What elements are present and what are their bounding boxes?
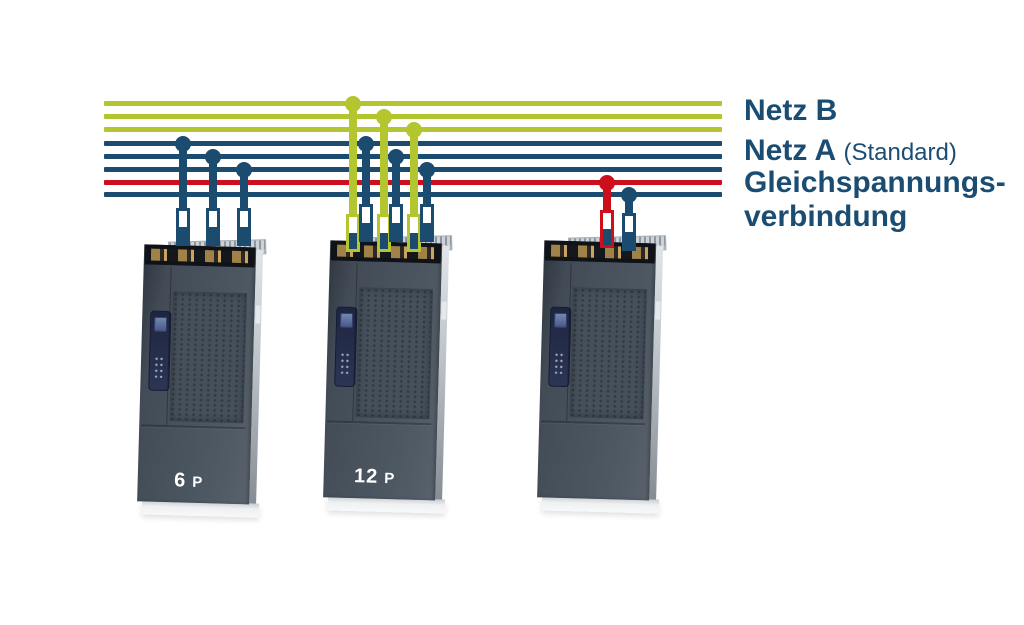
connector-line-red-1 <box>603 182 611 216</box>
connector-cap-blue-1 <box>175 135 191 152</box>
connector-cap-blue-1 <box>358 135 374 152</box>
connector-line-blue-1 <box>362 143 370 210</box>
connector-cap-blue-3 <box>236 161 252 178</box>
connector-plug-blue-2 <box>206 208 220 246</box>
connector-plug-red-1 <box>600 210 614 248</box>
connector-plug-green-1 <box>346 214 360 252</box>
connector-line-blue-4 <box>625 194 633 219</box>
connector-cap-green-3 <box>406 121 422 138</box>
connector-cap-blue-4 <box>621 186 637 203</box>
connector-plug-blue-1 <box>176 208 190 246</box>
connector-line-green-3 <box>410 129 418 220</box>
legend-dc-line2: verbindung <box>744 200 908 233</box>
legend-dc-connection: Gleichspannungs- verbindung <box>744 166 1006 234</box>
connector-line-blue-3 <box>423 169 431 210</box>
connector-plug-green-3 <box>407 214 421 252</box>
legend-netz-a: Netz A (Standard) <box>744 133 957 171</box>
connector-line-blue-3 <box>240 169 248 214</box>
connector-plug-blue-4 <box>622 213 636 251</box>
connector-line-green-1 <box>349 103 357 220</box>
connector-plug-blue-3 <box>237 208 251 246</box>
connector-plug-blue-2 <box>389 204 403 242</box>
bus-line-green-2 <box>104 114 722 119</box>
connector-cap-blue-3 <box>419 161 435 178</box>
connector-plug-blue-3 <box>420 204 434 242</box>
legend-netz-a-note: (Standard) <box>843 139 957 166</box>
connector-cap-green-2 <box>376 108 392 125</box>
legend-netz-b: Netz B <box>744 93 837 129</box>
connector-cap-blue-2 <box>388 148 404 165</box>
legend-netz-b-label: Netz B <box>744 94 838 127</box>
legend-dc-line1: Gleichspannungs- <box>744 166 1006 199</box>
connector-cap-blue-2 <box>205 148 221 165</box>
connector-plug-blue-1 <box>359 204 373 242</box>
connector-line-green-2 <box>380 116 388 220</box>
connector-line-blue-1 <box>179 143 187 214</box>
legend-netz-a-label: Netz A <box>744 134 836 167</box>
connector-line-blue-2 <box>209 156 217 214</box>
connector-cap-green-1 <box>345 95 361 112</box>
connector-line-blue-2 <box>392 156 400 210</box>
connector-cap-red-1 <box>599 174 615 191</box>
bus-line-green-1 <box>104 101 722 106</box>
